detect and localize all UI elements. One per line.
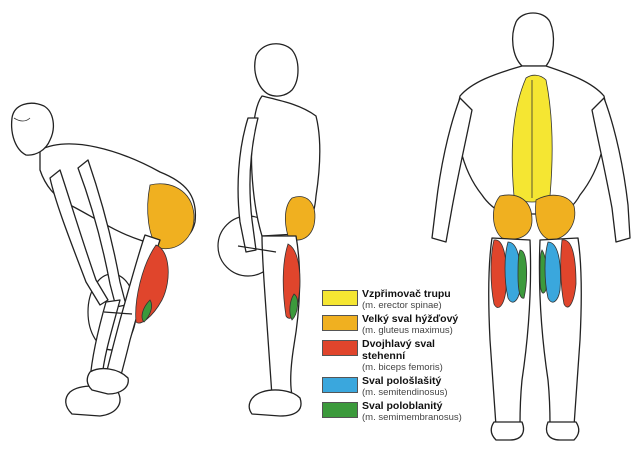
legend-muscle-name: Velký sval hýžďový <box>362 313 459 325</box>
legend-swatch <box>322 340 358 356</box>
legend-muscle-name: Dvojhlavý sval stehenní <box>362 338 435 362</box>
legend-latin-name: (m. erector spinae) <box>362 300 442 311</box>
gluteus-muscle-fig2 <box>284 196 316 241</box>
foot-back-right <box>545 421 580 441</box>
legend-item: Vzpřimovač trupu(m. erector spinae) <box>322 288 462 311</box>
legend-item: Sval poloblanitý(m. semimembranosus) <box>322 400 462 423</box>
foot-back-left <box>490 421 525 441</box>
legend-latin-name: (m. semimembranosus) <box>362 412 462 423</box>
legend-swatch <box>322 315 358 331</box>
semimembranosus-fig1 <box>141 299 152 323</box>
foot-side <box>248 389 302 417</box>
arm-bent-left <box>49 169 109 306</box>
biceps-femoris-back-left <box>490 239 507 308</box>
biceps-femoris-back-right <box>560 239 577 308</box>
semimembranosus-fig2 <box>289 293 298 321</box>
legend-latin-name: (m. gluteus maximus) <box>362 325 453 336</box>
legend-muscle-name: Vzpřimovač trupu <box>362 288 451 300</box>
legend-item: Sval pološlašitý(m. semitendinosus) <box>322 375 462 398</box>
foot-bent-2 <box>86 367 129 395</box>
gluteus-muscle-back-right <box>535 194 576 241</box>
figure-bent-over <box>10 102 197 417</box>
legend-item: Velký sval hýžďový(m. gluteus maximus) <box>322 313 462 336</box>
figure-standing-side <box>217 43 321 417</box>
head-bent <box>10 102 55 156</box>
legend-swatch <box>322 290 358 306</box>
gluteus-muscle-fig1 <box>147 183 195 250</box>
legend-muscle-name: Sval pološlašitý <box>362 375 442 387</box>
legend-latin-name: (m. biceps femoris) <box>362 362 443 373</box>
arm-side <box>237 117 259 253</box>
legend-muscle-name: Sval poloblanitý <box>362 400 443 412</box>
legend-swatch <box>322 377 358 393</box>
gluteus-muscle-back-left <box>493 194 533 240</box>
barbell-bar-fig1 <box>103 311 133 315</box>
legend-item: Dvojhlavý sval stehenní(m. biceps femori… <box>322 338 462 373</box>
legend-swatch <box>322 402 358 418</box>
semimembranosus-back-left <box>517 249 528 299</box>
arm-bent-right <box>77 159 127 308</box>
head-back <box>511 12 555 67</box>
barbell-bar-side <box>237 245 277 253</box>
arm-back-right <box>591 97 631 243</box>
figure-back-view <box>431 12 631 441</box>
muscle-legend: Vzpřimovač trupu(m. erector spinae)Velký… <box>322 288 462 425</box>
head-side <box>254 43 299 97</box>
arm-back-left <box>431 97 473 243</box>
semitendinosus-back-right <box>544 241 561 303</box>
legend-latin-name: (m. semitendinosus) <box>362 387 448 398</box>
